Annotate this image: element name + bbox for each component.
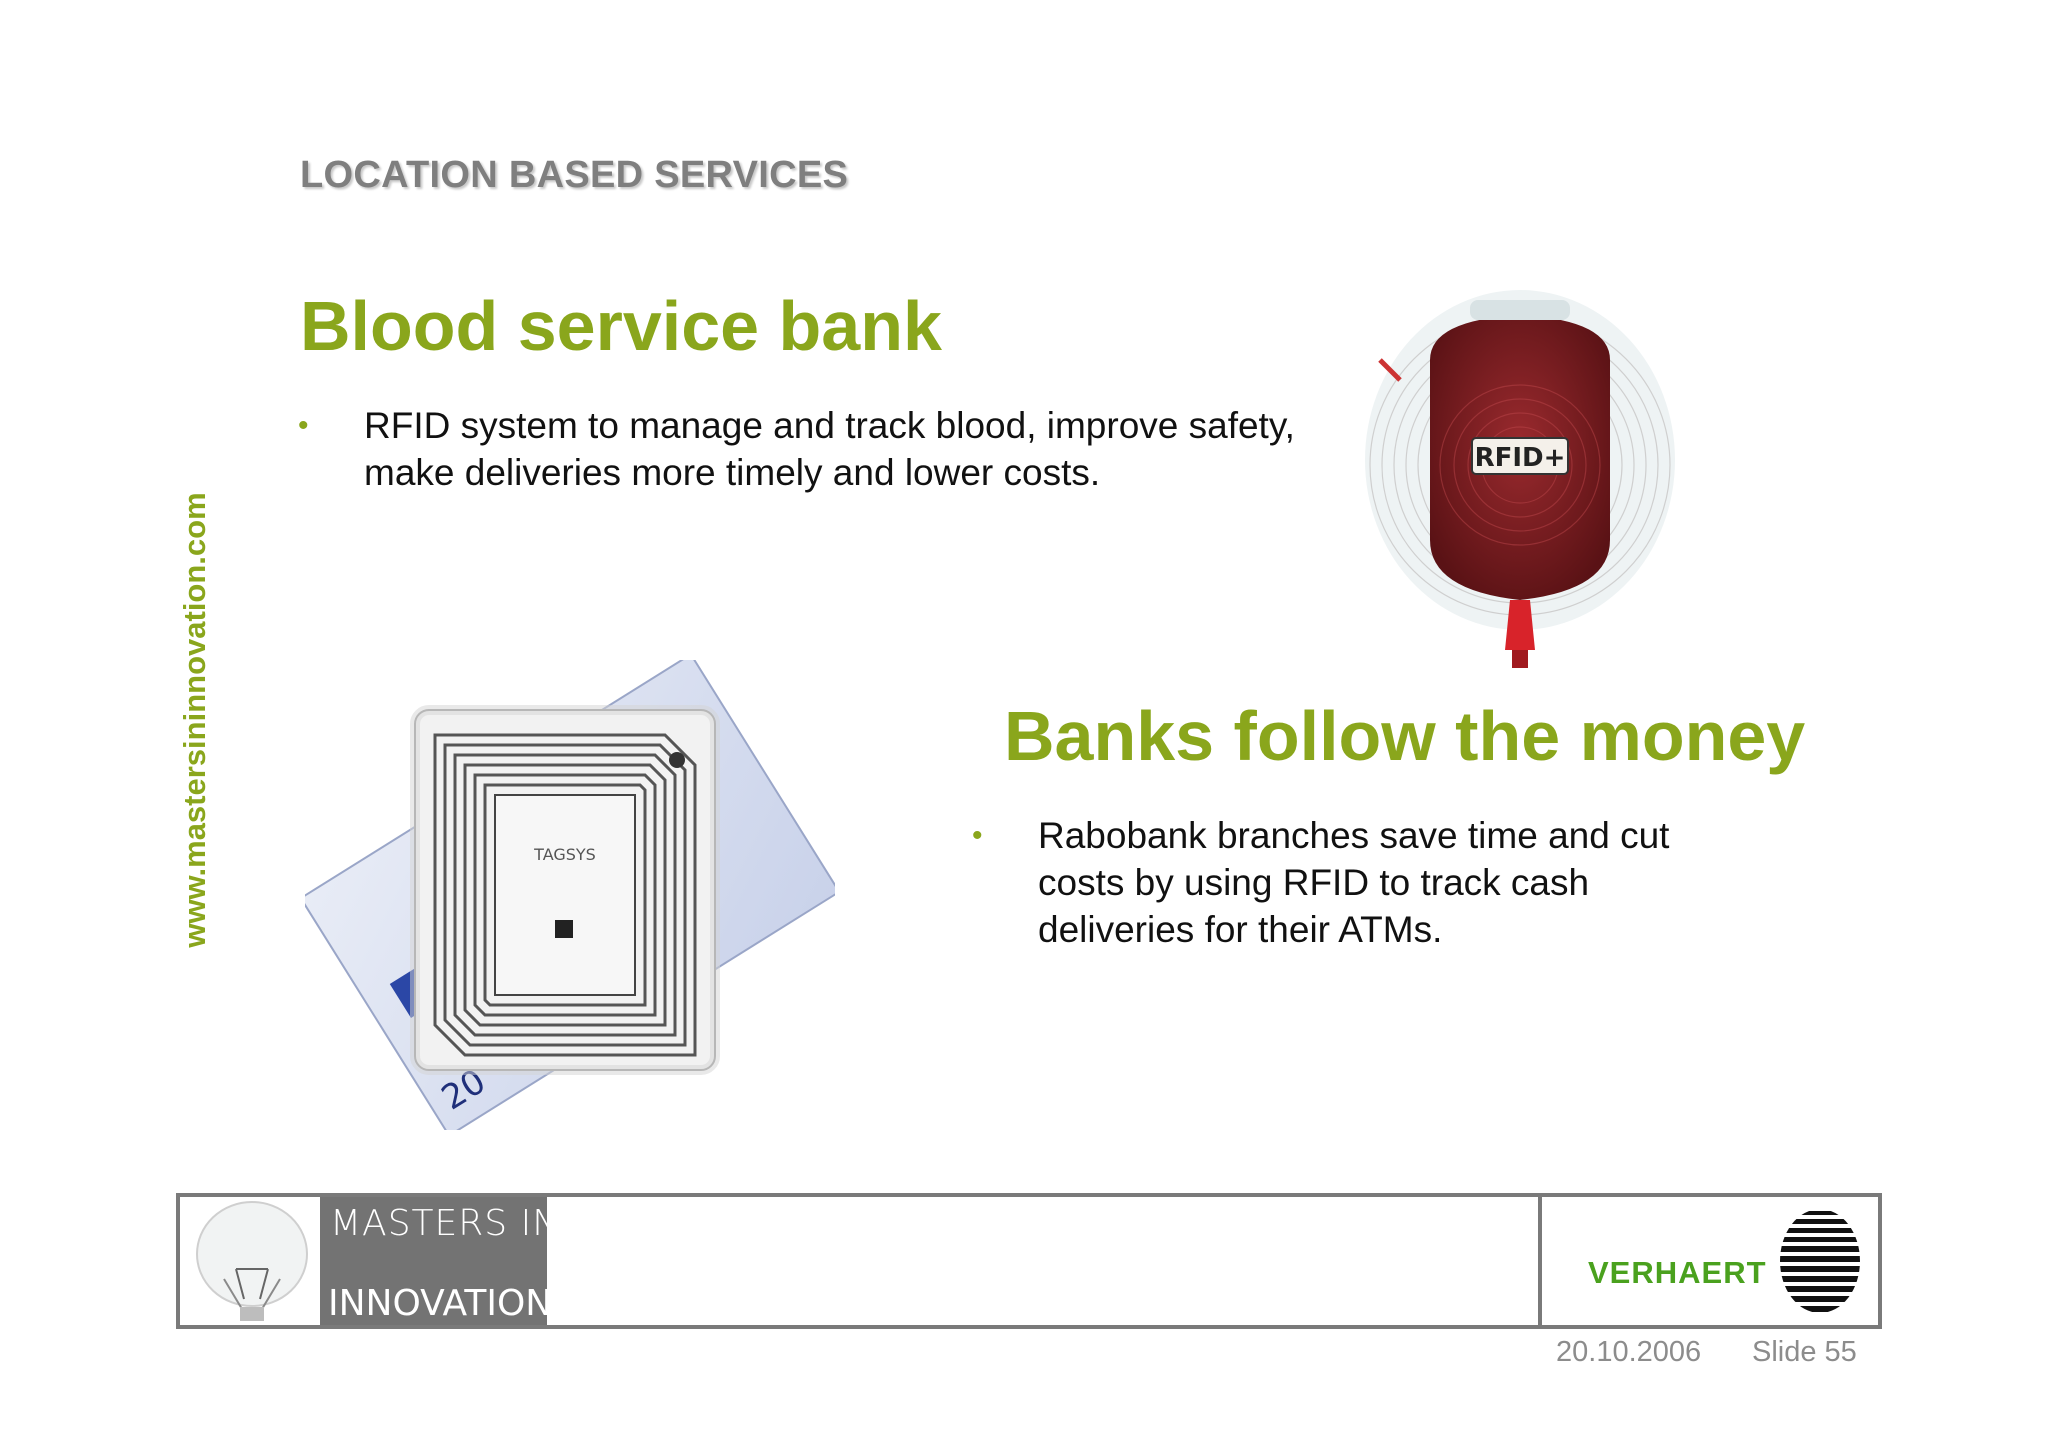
logo-line-2: INNOVATION <box>328 1283 553 1324</box>
bullet-dot: • <box>972 819 983 852</box>
rfid-tag-banknote-image: 20 TAGSYS <box>305 660 835 1130</box>
heading-blood-service-bank: Blood service bank <box>300 287 942 365</box>
logo-line-1: MASTERS IN <box>330 1203 561 1244</box>
slide-date: 20.10.2006 <box>1556 1336 1702 1368</box>
side-url-text: www.mastersininnovation.com <box>177 492 212 948</box>
footer-bar: MASTERS IN INNOVATION VERHAERT <box>176 1193 1882 1329</box>
verhaert-brand-text: VERHAERT <box>1588 1255 1767 1290</box>
slide-number: Slide 55 <box>1752 1336 1857 1368</box>
heading-banks-follow-money: Banks follow the money <box>1004 697 1806 775</box>
footer-divider <box>1538 1197 1542 1325</box>
rfid-tag-label: TAGSYS <box>533 845 596 864</box>
light-bulb-icon <box>196 1201 308 1321</box>
blood-bag-image: RFID+ <box>1365 290 1675 668</box>
bullet-dot: • <box>298 409 309 442</box>
bullet-text: Rabobank branches save time and cut cost… <box>1038 815 1670 950</box>
masters-in-innovation-logo: MASTERS IN INNOVATION <box>320 1197 559 1325</box>
bullet-text: RFID system to manage and track blood, i… <box>364 405 1295 493</box>
verhaert-logo-icon <box>1780 1211 1860 1312</box>
bullet-blood-service: • RFID system to manage and track blood,… <box>298 402 1298 502</box>
section-title: LOCATION BASED SERVICES <box>300 154 849 196</box>
bullet-banks: • Rabobank branches save time and cut co… <box>972 812 1732 962</box>
rfid-plus-label: RFID+ <box>1475 443 1566 473</box>
